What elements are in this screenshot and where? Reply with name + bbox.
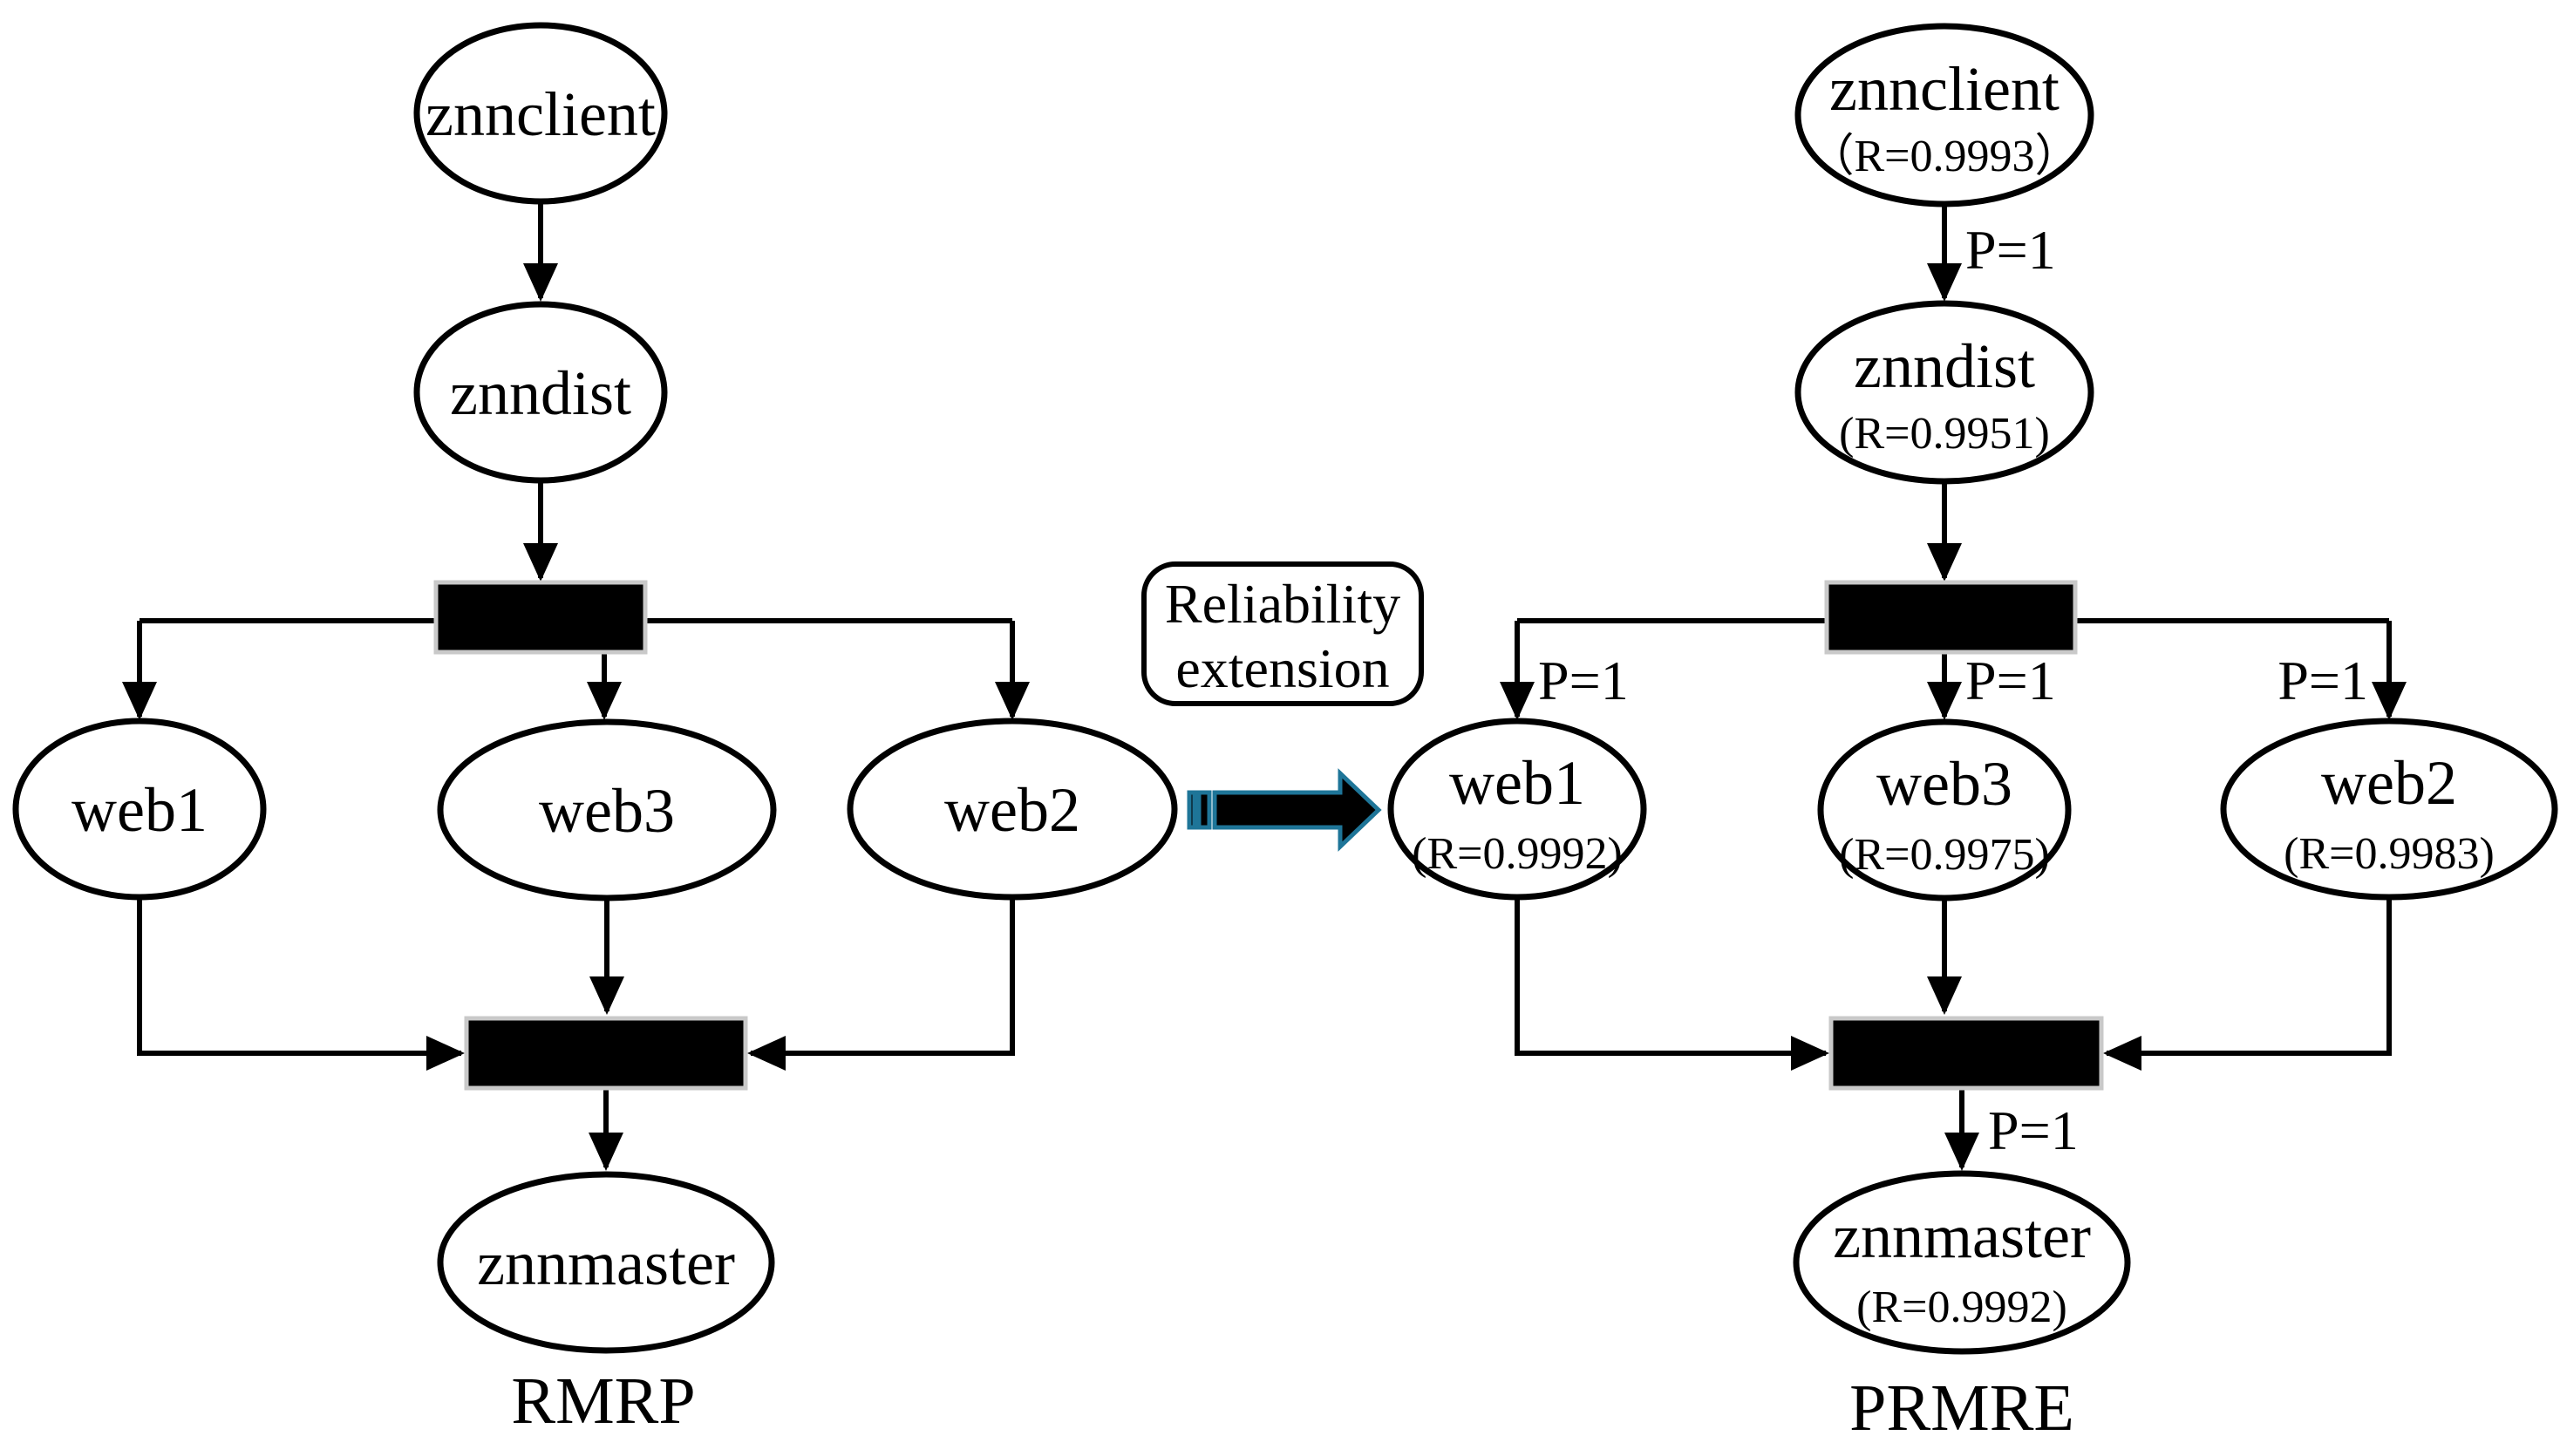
reliability-extension-line1: Reliability bbox=[1165, 573, 1400, 635]
edge-web2-join bbox=[747, 897, 1015, 1071]
caption-prmre: PRMRE bbox=[1849, 1371, 2074, 1445]
label-web1: web1 bbox=[1449, 748, 1585, 818]
node-znnmaster bbox=[1793, 1170, 2131, 1355]
reliability-znndist: (R=0.9951) bbox=[1839, 409, 2050, 459]
label-web1: web1 bbox=[71, 775, 208, 845]
label-znndist: znndist bbox=[450, 358, 631, 428]
edge-web2-join bbox=[2103, 897, 2392, 1071]
p-label-web1: P=1 bbox=[1538, 650, 1629, 711]
node-web1 bbox=[1387, 718, 1647, 901]
p-label-web3: P=1 bbox=[1965, 650, 2056, 711]
label-znnclient: znnclient bbox=[1829, 54, 2060, 124]
node-web3 bbox=[1817, 718, 2072, 901]
edge-web1-join bbox=[137, 897, 465, 1071]
reliability-web3: (R=0.9975) bbox=[1839, 830, 2050, 880]
caption-rmrp: RMRP bbox=[511, 1364, 695, 1438]
reliability-znnmaster: (R=0.9992) bbox=[1856, 1283, 2067, 1332]
p-label-master: P=1 bbox=[1988, 1099, 2079, 1161]
node-znndist bbox=[1794, 300, 2094, 485]
prmre-diagram: znnclient （R=0.9993） znndist (R=0.9951) … bbox=[1387, 23, 2558, 1445]
edge-web1-join bbox=[1515, 897, 1829, 1071]
label-web3: web3 bbox=[539, 776, 675, 846]
fork-bar bbox=[1824, 580, 2078, 655]
reliability-extension-box bbox=[1141, 561, 1424, 706]
label-znndist: znndist bbox=[1854, 331, 2035, 401]
reliability-web2: (R=0.9983) bbox=[2284, 829, 2495, 879]
node-znnclient bbox=[413, 22, 668, 205]
join-bar bbox=[1828, 1016, 2104, 1091]
reliability-web1: (R=0.9992) bbox=[1412, 829, 1623, 879]
label-znnclient: znnclient bbox=[426, 79, 656, 149]
node-znnmaster bbox=[437, 1171, 775, 1354]
join-bar bbox=[464, 1016, 748, 1091]
striped-right-arrow-icon bbox=[1187, 768, 1382, 852]
label-znnmaster: znnmaster bbox=[1833, 1201, 2091, 1271]
label-web3: web3 bbox=[1876, 749, 2012, 819]
label-web2: web2 bbox=[944, 775, 1080, 845]
node-web2 bbox=[847, 718, 1178, 901]
fork-bar bbox=[433, 580, 648, 655]
node-web1 bbox=[12, 718, 267, 901]
reliability-znnclient: （R=0.9993） bbox=[1808, 132, 2080, 181]
node-znnclient bbox=[1794, 23, 2094, 208]
transform-annotation: Reliability extension bbox=[1141, 561, 1424, 852]
p-label-web2: P=1 bbox=[2277, 650, 2368, 711]
label-znnmaster: znnmaster bbox=[477, 1228, 735, 1298]
label-web2: web2 bbox=[2321, 748, 2457, 818]
rmrp-diagram: znnclient znndist web1 web3 web2 znnmast… bbox=[12, 22, 1178, 1438]
node-web3 bbox=[437, 718, 777, 901]
node-web2 bbox=[2220, 718, 2558, 901]
p-label-client-dist: P=1 bbox=[1965, 219, 2056, 281]
node-znndist bbox=[413, 301, 668, 484]
reliability-extension-line2: extension bbox=[1175, 637, 1389, 699]
